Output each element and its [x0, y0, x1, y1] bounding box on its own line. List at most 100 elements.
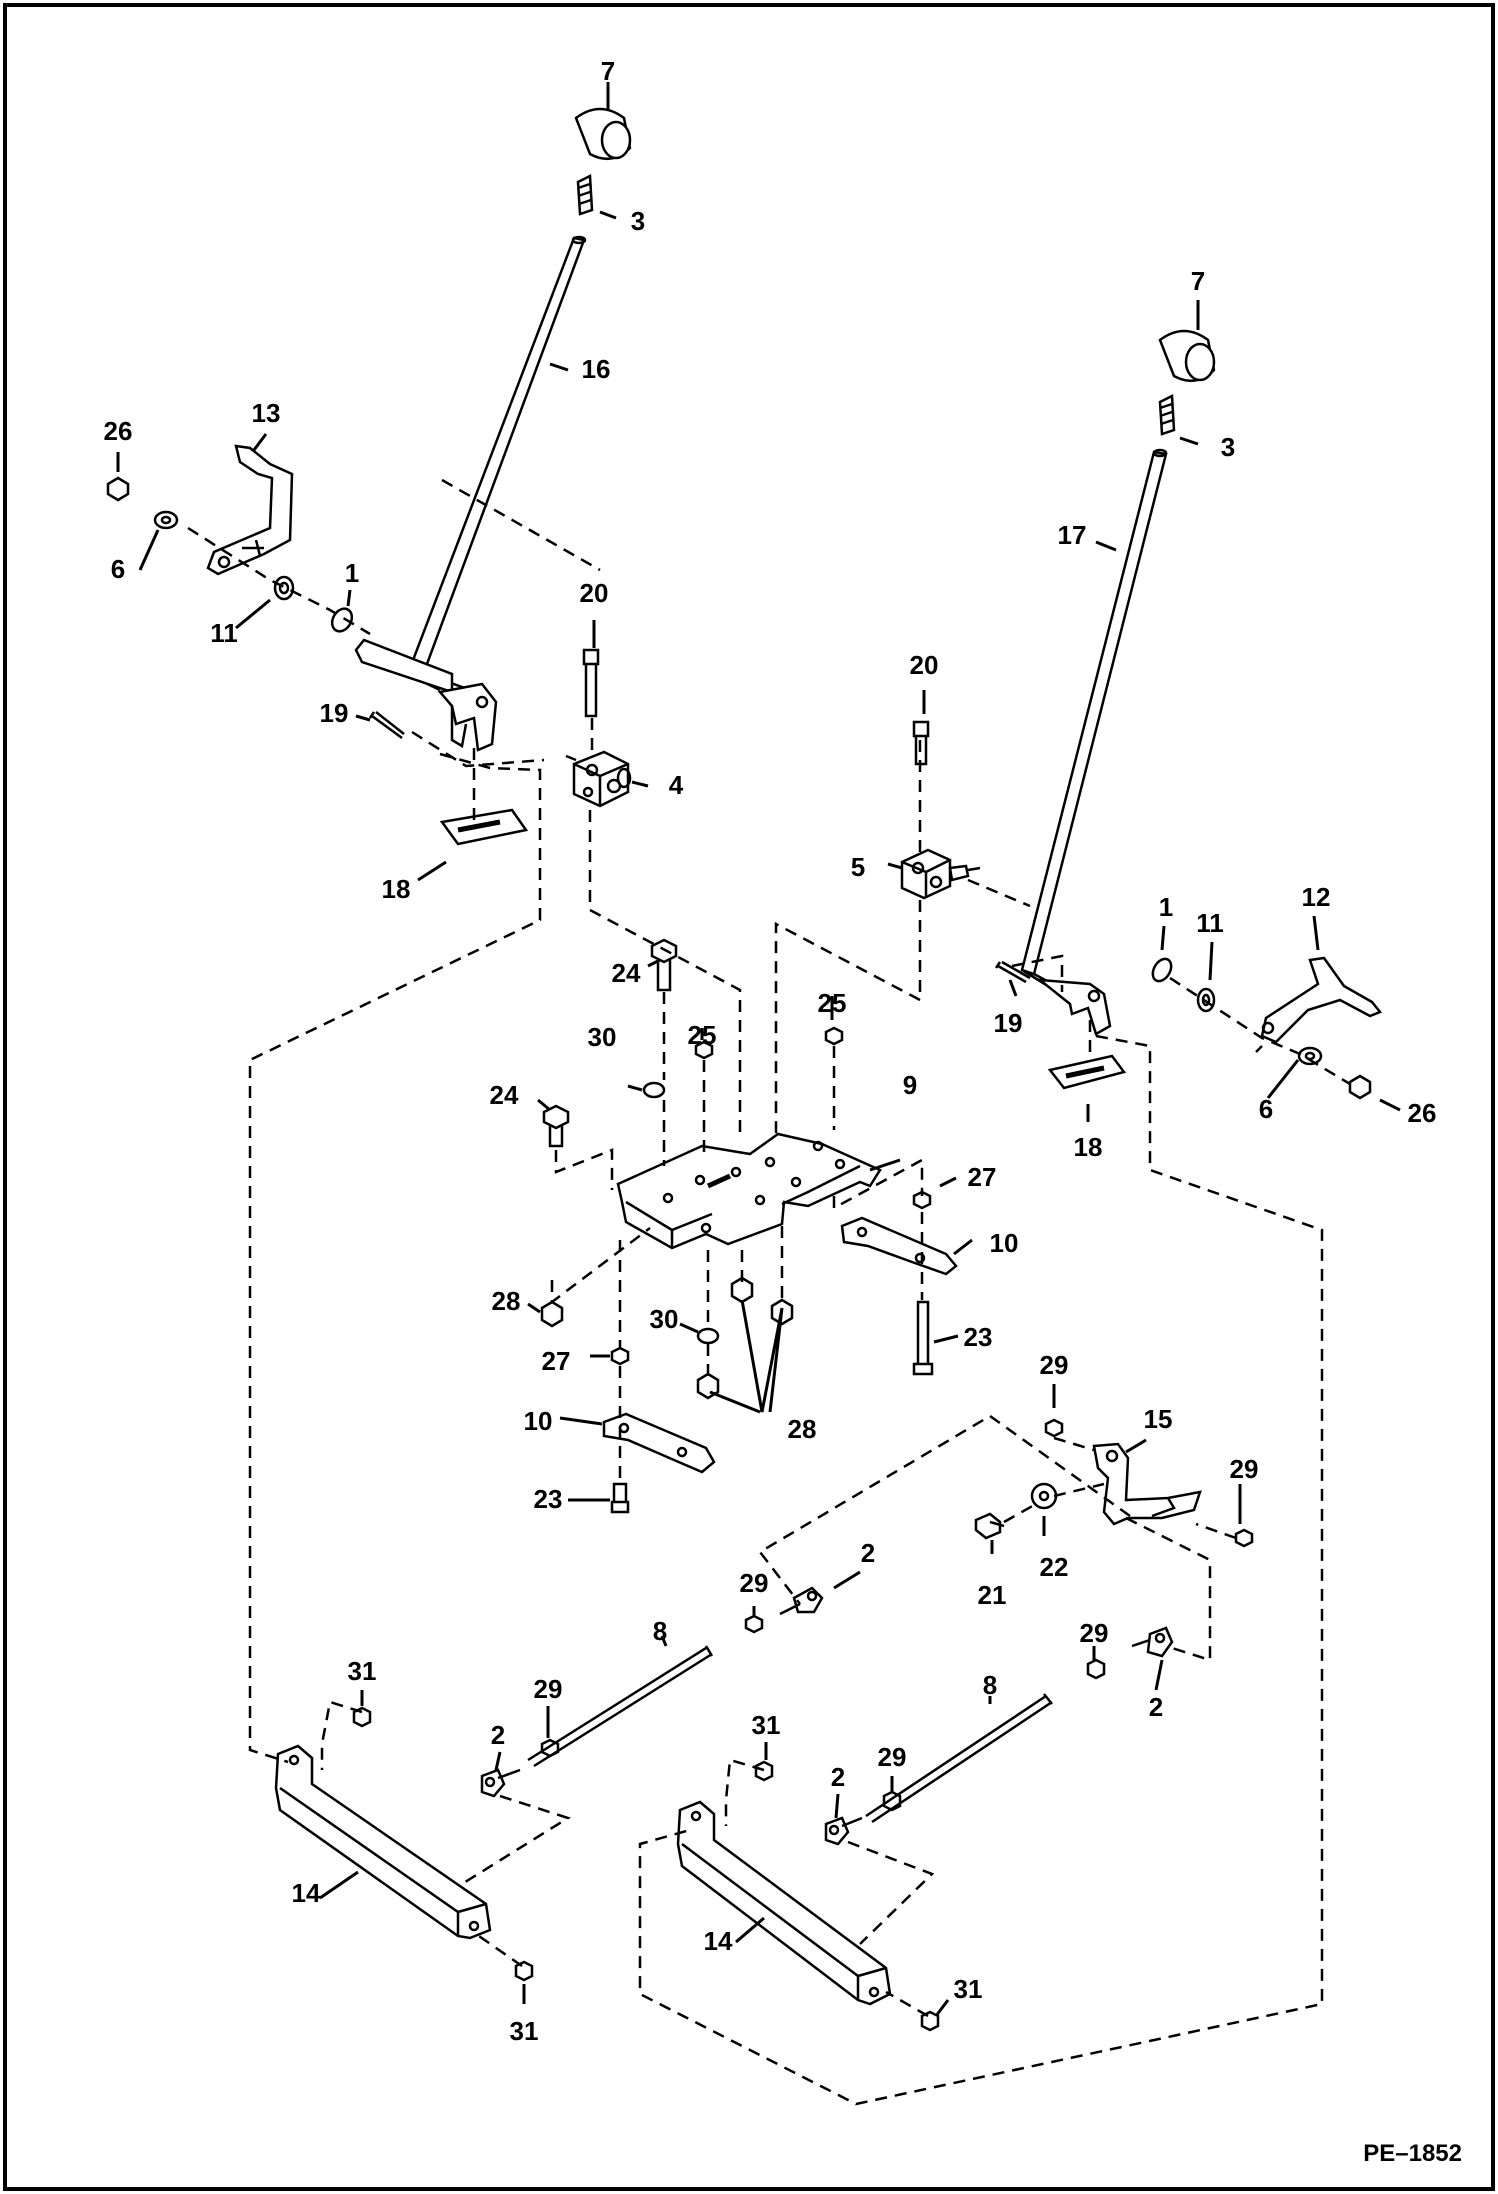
nut-27-left	[610, 1346, 630, 1366]
assembly-lines	[187, 478, 1351, 2106]
callout-23-right: 23	[964, 1322, 993, 1352]
nut-26-right	[1348, 1074, 1372, 1100]
callout-3-right: 3	[1221, 432, 1235, 462]
callout-12: 12	[1302, 882, 1331, 912]
callout-25-right: 25	[818, 988, 847, 1018]
lever-bracket-left	[437, 682, 498, 752]
callout-7-left: 7	[601, 56, 615, 86]
o-ring-1-right	[1151, 957, 1173, 983]
callout-5: 5	[851, 852, 865, 882]
nut-29-b	[1234, 1528, 1254, 1548]
callout-24-lower: 24	[490, 1080, 519, 1110]
callout-27-right: 27	[968, 1162, 997, 1192]
callout-16: 16	[582, 354, 611, 384]
callout-20-left: 20	[580, 578, 609, 608]
callout-11-left: 11	[210, 618, 238, 648]
callout-2-c: 2	[491, 1720, 505, 1750]
rod-8-left	[527, 1645, 714, 1768]
callout-labels: 7 3 16 26 13 6 11 1 19 20 4 18 7 3 17 20…	[104, 56, 1437, 2046]
nut-31-a	[352, 1706, 372, 1728]
spacer-11-left	[273, 575, 295, 601]
callout-18-right: 18	[1074, 1132, 1103, 1162]
callout-31-d: 31	[954, 1974, 983, 2004]
stud-left	[576, 174, 594, 216]
nut-31-b	[754, 1760, 774, 1782]
callout-2-a: 2	[861, 1538, 875, 1568]
leader-lines	[116, 82, 1401, 2017]
pin-19-left	[368, 711, 405, 740]
callout-8-right: 8	[983, 1670, 997, 1700]
part-drawings	[106, 107, 1383, 2032]
callout-10-left: 10	[524, 1406, 553, 1436]
stud-right	[1158, 394, 1176, 436]
rod-end-2-a	[779, 1586, 824, 1616]
nut-26-left	[106, 476, 130, 502]
washer-6-right	[1297, 1046, 1323, 1066]
callout-30-upper: 30	[588, 1022, 617, 1052]
callout-23-left: 23	[534, 1484, 563, 1514]
o-ring-1-left	[330, 607, 354, 633]
callout-29-e: 29	[534, 1674, 563, 1704]
callout-3-left: 3	[631, 206, 645, 236]
bracket-10-right	[840, 1216, 958, 1276]
nut-25-a	[694, 1040, 714, 1060]
callout-22: 22	[1040, 1552, 1069, 1582]
callout-6-left: 6	[111, 554, 125, 584]
callout-29-d: 29	[1080, 1618, 1109, 1648]
callout-29-f: 29	[878, 1742, 907, 1772]
callout-28-group: 28	[788, 1414, 817, 1444]
bolt-24-upper	[650, 938, 678, 992]
callout-20-right: 20	[910, 650, 939, 680]
callout-31-c: 31	[510, 2016, 539, 2046]
callout-7-right: 7	[1191, 266, 1205, 296]
callout-13: 13	[252, 398, 281, 428]
callout-28-left: 28	[492, 1286, 521, 1316]
bracket-10-left	[602, 1412, 716, 1474]
pin-19-right	[994, 960, 1031, 984]
callout-11-right: 11	[1196, 908, 1224, 938]
callout-26-left: 26	[104, 416, 133, 446]
callout-24-upper: 24	[612, 958, 641, 988]
callout-30-lower: 30	[650, 1304, 679, 1334]
nut-29-c	[744, 1614, 764, 1634]
rod-end-2-b	[1131, 1626, 1174, 1658]
nut-28-a	[540, 1300, 564, 1328]
figure-id-label: PE–1852	[1363, 2140, 1462, 2167]
callout-29-c: 29	[740, 1568, 769, 1598]
callout-26-right: 26	[1408, 1098, 1437, 1128]
callout-18-left: 18	[382, 874, 411, 904]
callout-4: 4	[669, 770, 684, 800]
callout-1-left: 1	[345, 558, 359, 588]
callout-19-left: 19	[320, 698, 349, 728]
callout-31-a: 31	[348, 1656, 377, 1686]
mounting-plate-9	[616, 1132, 882, 1250]
nut-31-d	[920, 2010, 940, 2032]
callout-10-right: 10	[990, 1228, 1019, 1258]
lever-bracket-right	[1036, 978, 1112, 1036]
nut-29-d	[1086, 1658, 1106, 1680]
nut-25-b	[824, 1026, 844, 1046]
nut-31-c	[514, 1960, 534, 1982]
rod-8-right	[865, 1693, 1053, 1824]
washer-22	[1030, 1482, 1058, 1510]
page-border	[3, 3, 1495, 2191]
bolt-23-right	[912, 1300, 934, 1376]
callout-15: 15	[1144, 1404, 1173, 1434]
callout-9: 9	[903, 1070, 917, 1100]
nut-29-a	[1044, 1418, 1064, 1438]
plate-12	[1260, 956, 1383, 1044]
bracket-14-right	[676, 1800, 892, 2006]
callout-21: 21	[978, 1580, 1007, 1610]
callout-25-left: 25	[688, 1020, 717, 1050]
bracket-14-left	[274, 1744, 492, 1940]
callout-19-right: 19	[994, 1008, 1023, 1038]
callout-29-b: 29	[1230, 1454, 1259, 1484]
callout-8-left: 8	[653, 1616, 667, 1646]
callout-31-b: 31	[752, 1710, 781, 1740]
callout-27-left: 27	[542, 1346, 571, 1376]
callout-6-right: 6	[1259, 1094, 1273, 1124]
bolt-20-left	[582, 648, 600, 718]
bolt-23-left	[610, 1482, 630, 1514]
